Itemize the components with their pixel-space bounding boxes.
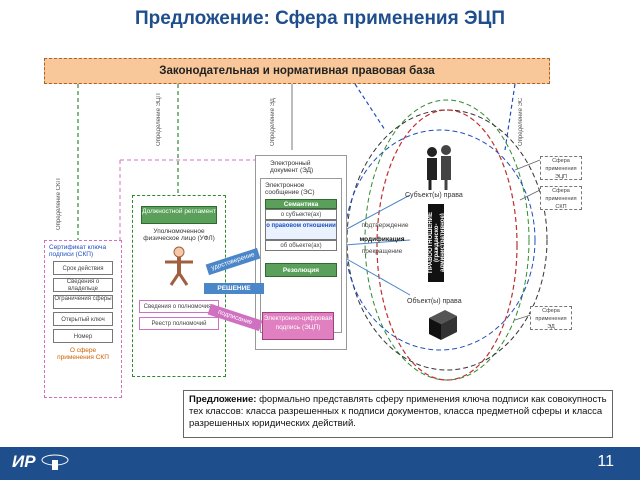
cert-field: Сведения о владельце bbox=[53, 278, 113, 292]
person-icon bbox=[165, 246, 193, 286]
object-cube-icon bbox=[429, 310, 457, 340]
label-def-ecp: Определение ЭЦП bbox=[156, 93, 162, 146]
document-title: Электронный документ (ЭД) bbox=[270, 160, 314, 174]
label-def-skp: Определение СКП bbox=[56, 178, 62, 230]
position-box: Должностной регламент bbox=[141, 206, 217, 224]
page-number: 11 bbox=[597, 453, 614, 470]
skp-scope-note: Сфера применения СКП bbox=[540, 186, 582, 210]
emblem-icon bbox=[41, 454, 69, 470]
relation-label-terminate: прекращение bbox=[361, 248, 403, 255]
decision-arrow: РЕШЕНИЕ bbox=[204, 283, 264, 294]
subjects-icon bbox=[427, 145, 451, 190]
ed-scope-note: Сфера применения ЭД bbox=[530, 306, 572, 330]
objects-label: Объект(ы) права bbox=[407, 298, 462, 305]
certificate-title: Сертификат ключа подписи (СКП) bbox=[49, 244, 107, 258]
semantics-header: Семантика bbox=[265, 199, 337, 209]
legal-relation-text: ПРАВООТНОШЕНИЕ (гражданско-административ… bbox=[428, 212, 446, 274]
label-def-es: Определение ЭС bbox=[518, 97, 524, 146]
person-label: Уполномоченное физическое лицо (УФЛ) bbox=[143, 228, 215, 242]
logo: ИР bbox=[12, 452, 36, 471]
ecp-scope-note: Сфера применения ЭЦП bbox=[540, 156, 582, 180]
resolution-box: Резолюция bbox=[265, 263, 337, 277]
message-panel: Электронное сообщение (ЭС) Семантика о с… bbox=[260, 178, 342, 333]
powers-registry-box: Реестр полномочий bbox=[139, 317, 219, 330]
note-text: формально представлять сферу применения … bbox=[189, 394, 607, 429]
cert-field: Открытый ключ bbox=[53, 312, 113, 326]
signature-box: Электронно-цифровая подпись (ЭЦП) bbox=[262, 312, 334, 340]
footer-bar bbox=[0, 447, 640, 480]
law-base-bar: Законодательная и нормативная правовая б… bbox=[44, 58, 550, 84]
label-def-ed: Определение ЭД bbox=[270, 98, 276, 146]
legal-relation-bar: ПРАВООТНОШЕНИЕ (гражданско-административ… bbox=[428, 204, 446, 282]
page-title: Предложение: Сфера применения ЭЦП bbox=[134, 8, 506, 29]
certificate-footer: О сфере применения СКП bbox=[57, 347, 109, 361]
subjects-label: Субъект(ы) права bbox=[405, 192, 463, 199]
subject-field: о субъекте(ах) bbox=[265, 209, 337, 220]
object-field: об объекте(ах) bbox=[265, 240, 337, 251]
relation-label-confirm: подтверждение bbox=[361, 222, 409, 229]
note-title: Предложение: bbox=[189, 394, 257, 405]
message-title: Электронное сообщение (ЭС) bbox=[265, 182, 315, 196]
certificate-panel: Сертификат ключа подписи (СКП) Срок дейс… bbox=[44, 240, 122, 398]
cert-field: Номер bbox=[53, 329, 113, 343]
powers-info-box: Сведения о полномочиях bbox=[139, 300, 219, 313]
relation-field: о правовом отношении bbox=[265, 220, 337, 240]
cert-field: Срок действия bbox=[53, 261, 113, 275]
proposal-note: Предложение: формально представлять сфер… bbox=[183, 390, 613, 438]
relation-label-modify: модификация bbox=[359, 236, 405, 243]
cert-field: Ограничения сферы bbox=[53, 295, 113, 309]
